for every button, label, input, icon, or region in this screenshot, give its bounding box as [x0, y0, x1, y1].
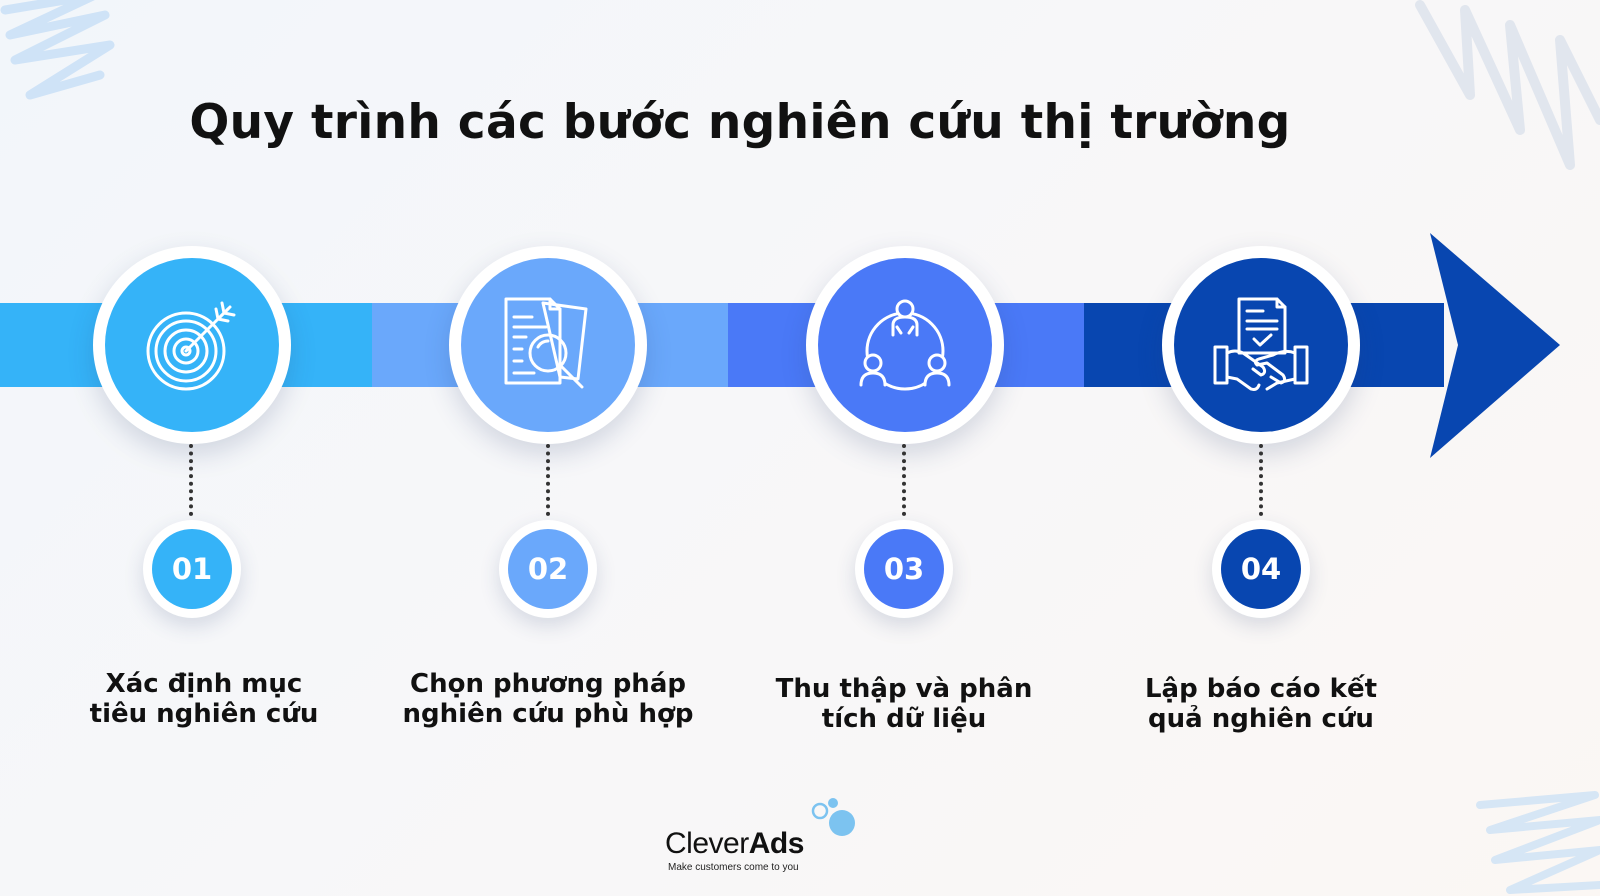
- step-2-label-line-2: nghiên cứu phù hợp: [402, 699, 694, 729]
- step-1-label: Xác định mục tiêu nghiên cứu: [34, 669, 374, 729]
- logo-wordmark: CleverAds: [665, 827, 804, 861]
- step-4-circle: [1162, 246, 1360, 444]
- step-4-connector: [1259, 444, 1263, 516]
- scribble-decoration-top-left: [0, 0, 115, 100]
- contract-handshake-icon: [1213, 297, 1309, 391]
- step-1-label-line-2: tiêu nghiên cứu: [89, 699, 319, 729]
- step-3-label: Thu thập và phân tích dữ liệu: [734, 674, 1074, 734]
- step-1-label-line-1: Xác định mục: [105, 669, 303, 699]
- step-4-number-badge: 04: [1212, 520, 1310, 618]
- step-3-label-line-2: tích dữ liệu: [821, 704, 987, 734]
- timeline-arrow-head-icon: [1430, 233, 1560, 458]
- page-title: Quy trình các bước nghiên cứu thị trường: [189, 95, 1291, 150]
- step-3-label-line-1: Thu thập và phân: [775, 674, 1033, 704]
- step-1-circle: [93, 246, 291, 444]
- step-3-connector: [902, 444, 906, 516]
- step-1-number-badge: 01: [143, 520, 241, 618]
- step-4-number: 04: [1240, 552, 1282, 586]
- step-2-label-line-1: Chọn phương pháp: [410, 669, 686, 699]
- logo-tagline: Make customers come to you: [668, 862, 799, 873]
- step-3-number-badge: 03: [855, 520, 953, 618]
- step-4-label: Lập báo cáo kết quả nghiên cứu: [1091, 674, 1431, 734]
- scribble-decoration-top-right: [1415, 0, 1600, 170]
- step-2-circle: [449, 246, 647, 444]
- logo-name-bold: Ads: [748, 827, 805, 860]
- step-4-label-line-2: quả nghiên cứu: [1148, 704, 1374, 734]
- step-3-number: 03: [883, 552, 925, 586]
- document-search-icon: [504, 297, 588, 389]
- step-1-number: 01: [171, 552, 213, 586]
- logo-name-regular: Clever: [665, 827, 749, 860]
- cleverads-logo: CleverAds Make customers come to you: [665, 795, 865, 875]
- step-4-label-line-1: Lập báo cáo kết: [1144, 674, 1378, 704]
- target-icon: [146, 301, 236, 391]
- team-network-icon: [859, 299, 951, 391]
- scribble-decoration-bottom-right: [1476, 791, 1600, 894]
- logo-bubbles-icon: [811, 798, 855, 836]
- step-3-circle: [806, 246, 1004, 444]
- step-2-connector: [546, 444, 550, 516]
- step-1-connector: [189, 444, 193, 516]
- step-2-number: 02: [527, 552, 569, 586]
- step-2-number-badge: 02: [499, 520, 597, 618]
- step-2-label: Chọn phương pháp nghiên cứu phù hợp: [378, 669, 718, 729]
